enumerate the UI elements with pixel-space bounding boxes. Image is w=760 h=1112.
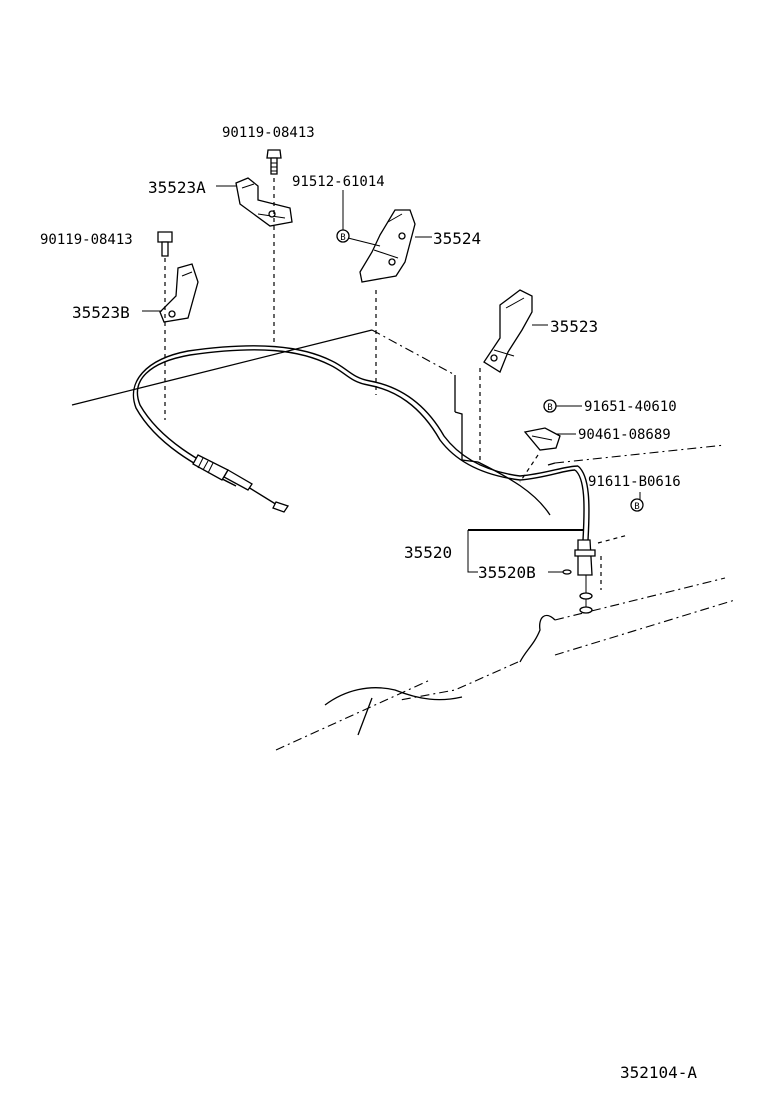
- bracket-35523b: [159, 263, 199, 323]
- clip-90461: [523, 427, 561, 451]
- leader-lines: [142, 185, 641, 575]
- figure-code: 352104-A: [620, 1063, 697, 1082]
- label-pin-2: 91611-B0616: [588, 474, 681, 490]
- label-bolt-top: 90119-08413: [222, 125, 315, 141]
- label-pin-1: 91651-40610: [584, 399, 677, 415]
- label-cable-assy: 35520: [404, 543, 452, 562]
- label-bracket-mid: 35524: [433, 229, 481, 248]
- svg-text:B: B: [340, 233, 345, 243]
- badge-pin-2: B: [630, 498, 644, 512]
- bracket-35523a: [235, 177, 293, 227]
- guide-line-clip: [519, 454, 539, 483]
- bracket-35523: [483, 289, 533, 373]
- badge-screw: B: [336, 229, 350, 243]
- bolt-left: [157, 231, 173, 257]
- svg-text:B: B: [547, 403, 552, 413]
- label-screw-top: 91512-61014: [292, 174, 385, 190]
- label-clip: 90461-08689: [578, 427, 671, 443]
- bracket-35524: [359, 209, 416, 283]
- label-bracket-b: 35523B: [72, 303, 130, 322]
- bolt-top: [266, 149, 282, 175]
- hood-release-cable: [132, 345, 629, 614]
- label-cable-sub: 35520B: [478, 563, 536, 582]
- svg-text:B: B: [634, 502, 639, 512]
- label-bolt-left: 90119-08413: [40, 232, 133, 248]
- label-bracket: 35523: [550, 317, 598, 336]
- label-bracket-a: 35523A: [148, 178, 206, 197]
- badge-pin-1: B: [543, 399, 557, 413]
- vehicle-body-outline: [71, 329, 736, 751]
